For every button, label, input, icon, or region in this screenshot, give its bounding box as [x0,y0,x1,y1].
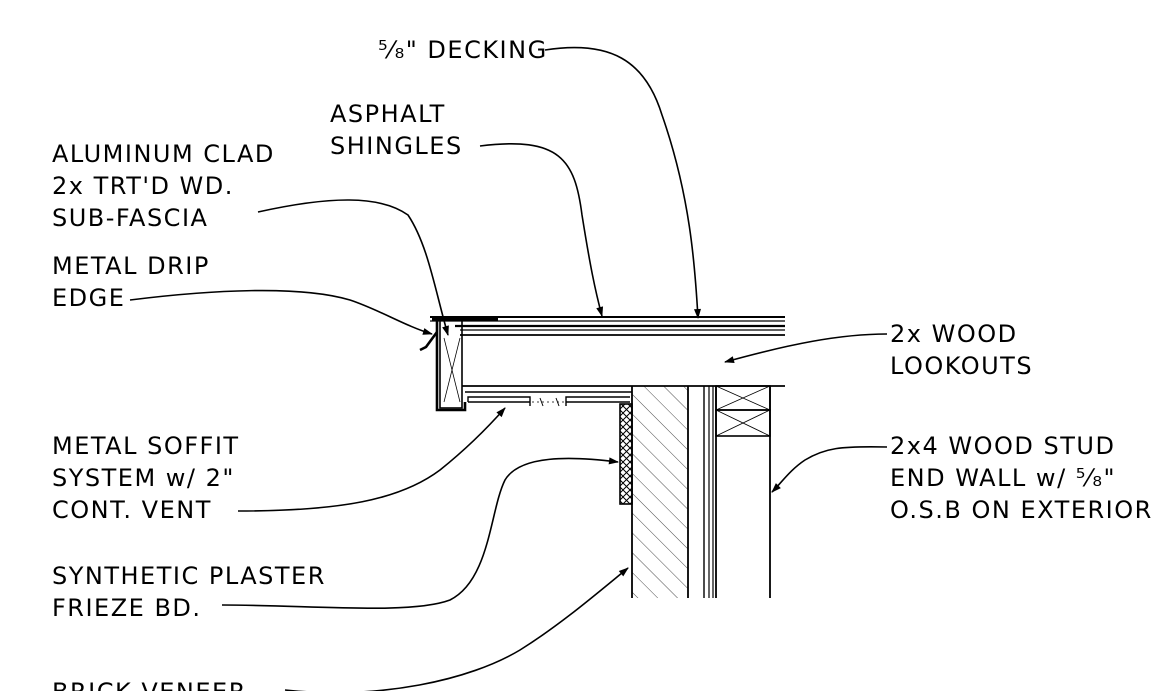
label-frieze-1: SYNTHETIC PLASTER [52,562,326,590]
leader-sub-fascia [257,199,449,336]
label-stud-wall-3: O.S.B ON EXTERIOR [890,496,1153,524]
label-lookouts-1: 2x WOOD [890,320,1018,348]
leader-lookouts [724,333,888,363]
label-metal-drip-1: METAL DRIP [52,252,210,280]
brick-veneer [632,386,688,598]
label-soffit-2: SYSTEM w/ 2" [52,464,235,492]
label-brick-veneer: BRICK VENEER [52,678,247,691]
metal-soffit [465,391,632,407]
label-metal-drip-2: EDGE [52,284,125,312]
leader-decking [544,46,701,319]
stud-wall [703,385,771,598]
label-aluminum-clad-3: SUB-FASCIA [52,204,208,232]
label-soffit-1: METAL SOFFIT [52,432,240,460]
leader-brick-veneer [284,567,629,691]
leader-drip-edge [129,289,433,335]
label-stud-wall-2: END WALL w/ ⁵⁄₈" [890,464,1116,492]
label-lookouts-2: LOOKOUTS [890,352,1033,380]
label-decking: ⁵⁄₈" DECKING [378,36,548,64]
leader-soffit [237,407,506,512]
label-frieze-2: FRIEZE BD. [52,594,202,622]
leader-frieze [221,457,619,610]
leader-asphalt-shingles [479,142,604,317]
label-asphalt-shingles-2: SHINGLES [330,132,463,160]
label-aluminum-clad-2: 2x TRT'D WD. [52,172,234,200]
frieze-board [619,403,633,505]
label-stud-wall-1: 2x4 WOOD STUD [890,432,1115,460]
leader-stud-wall [771,445,888,493]
roof-assembly [430,316,785,387]
sub-fascia [419,318,467,412]
label-soffit-3: CONT. VENT [52,496,212,524]
label-asphalt-shingles-1: ASPHALT [330,100,446,128]
label-aluminum-clad-1: ALUMINUM CLAD [52,140,275,168]
